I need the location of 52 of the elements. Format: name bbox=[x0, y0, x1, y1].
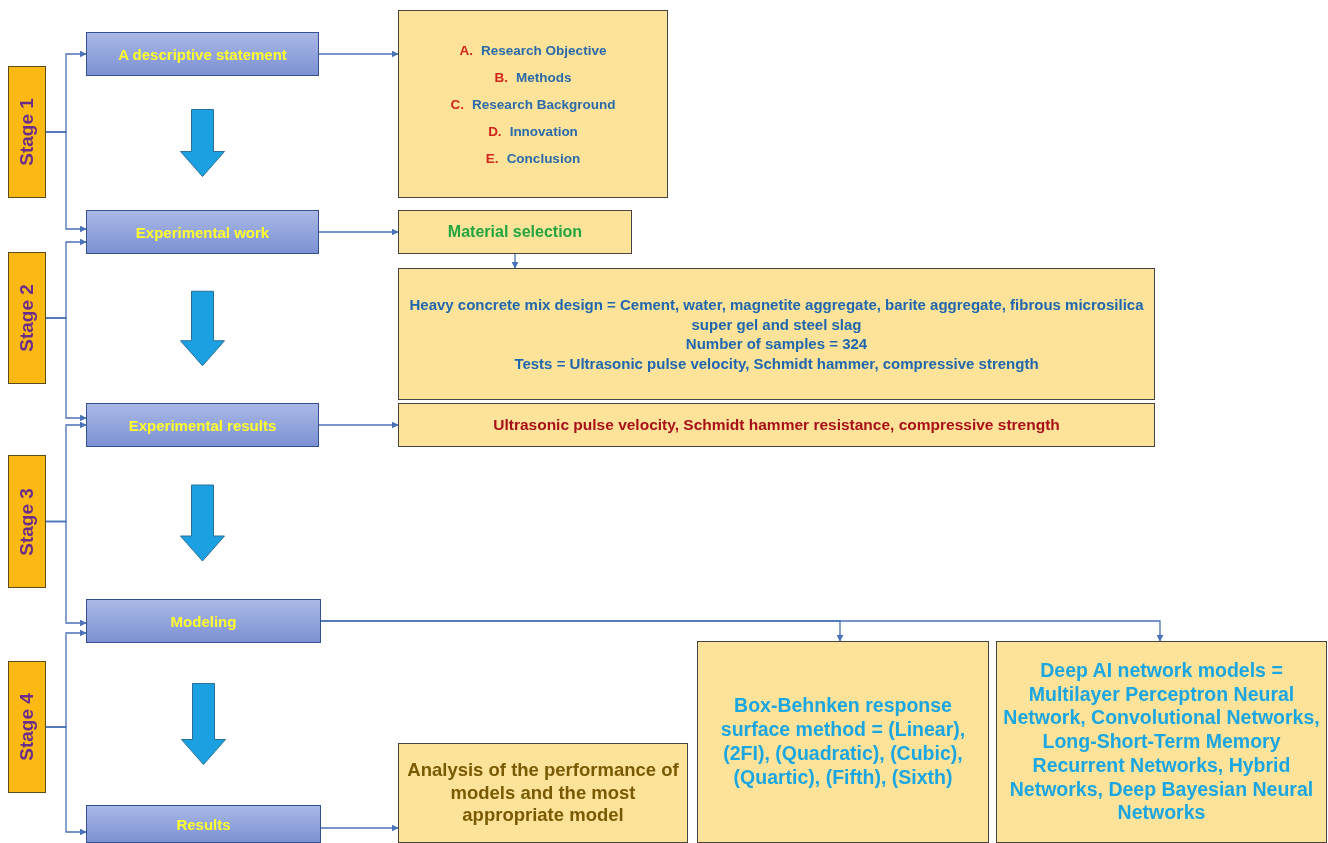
box-text: Analysis of the performance of models and the most appropriate model bbox=[407, 759, 679, 827]
detail-box bbox=[398, 743, 688, 843]
step-label: A descriptive statement bbox=[118, 45, 287, 63]
connector-arrow bbox=[318, 228, 399, 236]
connector-arrow bbox=[318, 50, 399, 58]
connector-arrow bbox=[45, 317, 87, 422]
stage-box bbox=[8, 66, 46, 198]
box-text: Number of samples = 324 bbox=[685, 334, 868, 354]
block-arrow bbox=[180, 484, 225, 562]
box-text: Material selection bbox=[447, 223, 583, 241]
step-label: Results bbox=[176, 815, 231, 833]
process-box bbox=[86, 805, 321, 843]
detail-box bbox=[697, 641, 989, 843]
stage-box bbox=[8, 661, 46, 793]
connector-arrow bbox=[45, 520, 87, 627]
stage-label: Stage 2 bbox=[16, 284, 38, 352]
connector-arrow bbox=[45, 131, 87, 233]
step-label: Experimental results bbox=[128, 416, 277, 434]
box-text: Box-Behnken response surface method = (Linear), (2FI), (Quadratic), (Cubic),(Quartic), (Fifth), (Sixth) bbox=[719, 694, 967, 790]
connector-arrow bbox=[511, 253, 519, 269]
step-label: Modeling bbox=[170, 612, 237, 630]
list-item: A. Research Objective bbox=[459, 42, 607, 58]
box-text: Ultrasonic pulse velocity, Schmidt hammer resistance, compressive strength bbox=[493, 416, 1060, 434]
stage-box bbox=[8, 252, 46, 384]
process-box bbox=[86, 599, 321, 643]
detail-box bbox=[398, 210, 632, 254]
step-label: Experimental work bbox=[135, 223, 270, 241]
process-box bbox=[86, 403, 319, 447]
list-item: C. Research Background bbox=[450, 96, 616, 112]
detail-box bbox=[996, 641, 1327, 843]
stage-label: Stage 1 bbox=[16, 98, 38, 166]
stage-label: Stage 3 bbox=[16, 487, 38, 556]
connector-arrow bbox=[45, 726, 87, 836]
list-item: D. Innovation bbox=[488, 123, 578, 139]
connector-arrow bbox=[320, 620, 1164, 642]
detail-box bbox=[398, 403, 1155, 447]
detail-box bbox=[398, 10, 668, 198]
stage-label: Stage 4 bbox=[16, 693, 38, 761]
box-text: Tests = Ultrasonic pulse velocity, Schmidt hammer, compressive strength bbox=[514, 353, 1039, 373]
process-box bbox=[86, 32, 319, 76]
connector-arrow bbox=[318, 421, 399, 429]
list-item: E. Conclusion bbox=[485, 150, 581, 166]
block-arrow bbox=[180, 290, 225, 367]
stage-box bbox=[8, 455, 46, 588]
box-text: Heavy concrete mix design = Cement, water, magnetite aggregate, barite aggregate, fibrous microsilica super gel and steel slag bbox=[408, 295, 1145, 334]
process-box bbox=[86, 210, 319, 254]
box-text: Deep AI network models = Multilayer Perceptron Neural Network, Convolutional Networks, Long-Short-Term Memory Recurrent Networks, Hybrid Networks, Deep Bayesian Neural Networks bbox=[1003, 658, 1320, 826]
detail-box bbox=[398, 268, 1155, 400]
list-item: B. Methods bbox=[494, 69, 572, 85]
block-arrow bbox=[180, 109, 225, 177]
block-arrow bbox=[181, 683, 226, 765]
connector-arrow bbox=[320, 824, 399, 832]
